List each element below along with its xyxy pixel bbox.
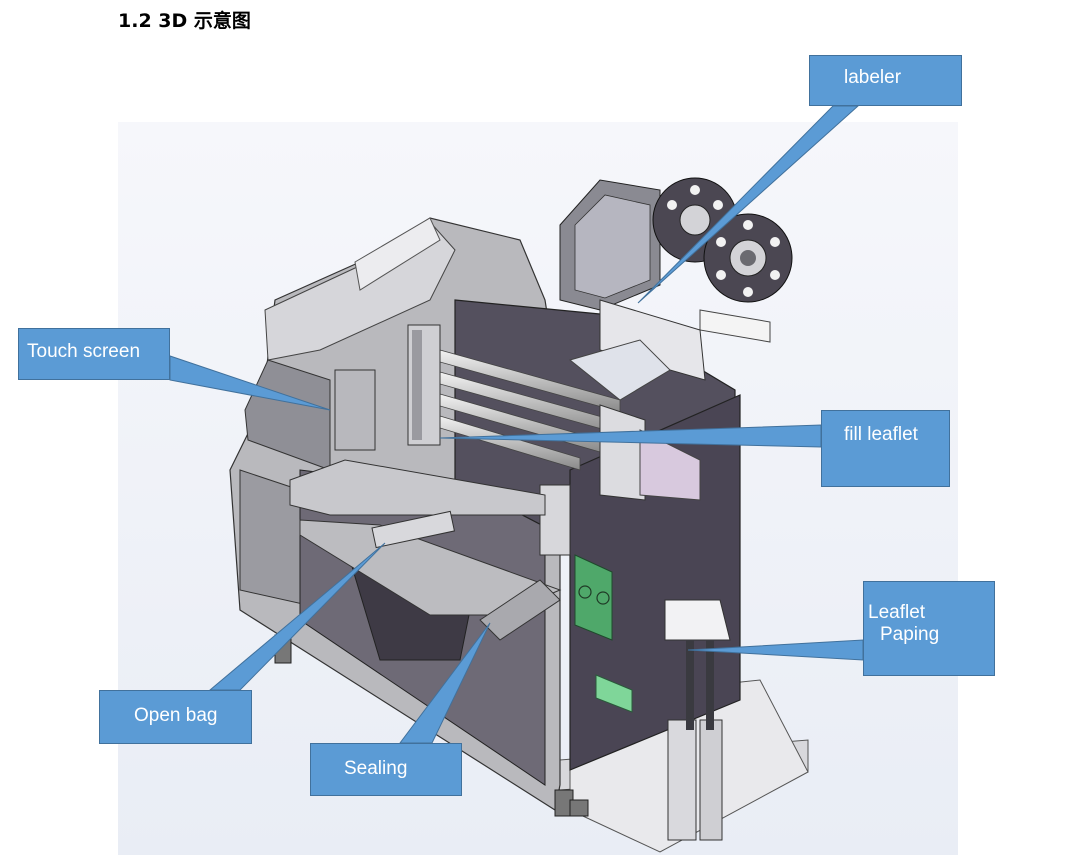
label-sheet xyxy=(568,339,671,401)
callout-sealing-text: Sealing xyxy=(344,758,408,779)
callout-paping-line2: Paping xyxy=(880,624,940,645)
callout-sealing: Sealing xyxy=(310,743,462,796)
callout-leaflet-line1: Leaflet xyxy=(868,602,926,623)
foot xyxy=(569,799,589,817)
green-panel xyxy=(574,554,613,641)
sealing-jaw xyxy=(479,579,561,641)
leaflet-cylinder-1 xyxy=(667,719,697,841)
touch-screen-panel xyxy=(244,359,331,471)
callout-touch-screen: Touch screen xyxy=(18,328,170,380)
callout-open-bag-text: Open bag xyxy=(134,705,218,726)
page-heading: 1.2 3D 示意图 xyxy=(118,10,251,32)
open-bag-gripper xyxy=(371,510,456,549)
leaflet-tray xyxy=(664,599,731,641)
callout-pointer-labeler xyxy=(637,105,860,304)
callout-labeler-text: labeler xyxy=(844,67,902,88)
callout-labeler: labeler xyxy=(809,55,962,106)
callout-fill-leaflet-text: fill leaflet xyxy=(844,424,918,445)
callout-pointer-touch-screen xyxy=(169,355,331,411)
label-reel-front xyxy=(703,213,793,303)
callout-fill-leaflet: fill leaflet xyxy=(821,410,950,487)
callout-open-bag: Open bag xyxy=(99,690,252,744)
reel-shaft xyxy=(699,309,771,343)
callout-touch-screen-text: Touch screen xyxy=(27,341,141,362)
pink-block xyxy=(639,429,701,501)
bag-tray xyxy=(289,459,546,516)
leaflet-cylinder-2 xyxy=(699,719,723,841)
callout-leaflet-paping: Leaflet Paping xyxy=(863,581,995,676)
